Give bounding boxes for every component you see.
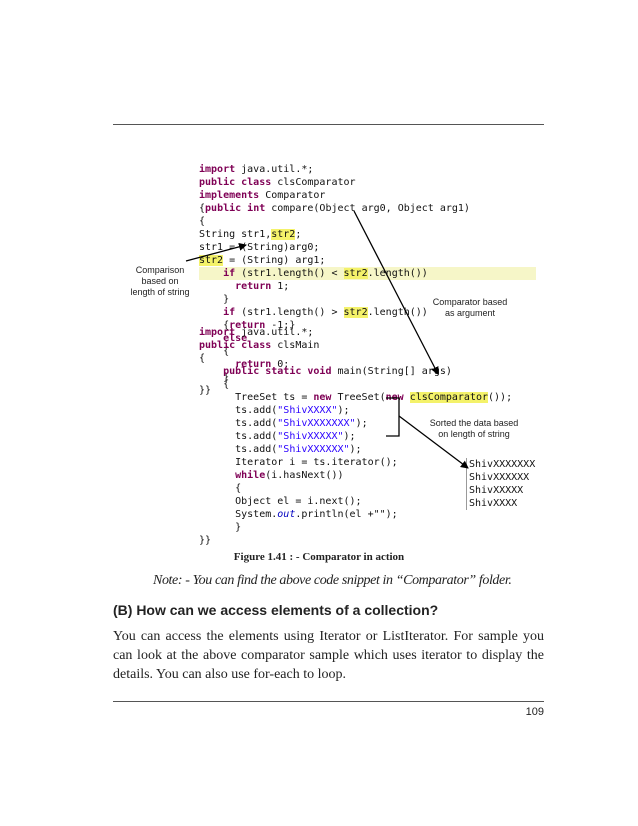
code-line: return 0; xyxy=(235,359,290,370)
code-line: ts.add("ShivXXXX"); xyxy=(199,405,350,416)
arrow-comparator xyxy=(353,210,439,375)
annotation-sorted: Sorted the data based on length of strin… xyxy=(429,418,519,439)
note-text: Note: - You can find the above code snip… xyxy=(153,573,512,588)
arrow-comparison xyxy=(185,242,247,262)
code-line: ts.add("ShivXXXXXX"); xyxy=(199,444,362,455)
code-line: while(i.hasNext()) xyxy=(235,470,344,481)
bracket-add-calls xyxy=(386,397,400,437)
output-line: ShivXXXXX xyxy=(469,485,524,496)
output-line: ShivXXXXXX xyxy=(469,472,530,483)
code-line: public class clsMain xyxy=(199,340,320,351)
code-line: }} xyxy=(199,535,212,546)
code-line: { xyxy=(199,216,206,227)
code-line: public class clsComparator xyxy=(199,177,356,188)
code-line: Iterator i = ts.iterator(); xyxy=(199,457,398,468)
page-number: 109 xyxy=(525,706,544,718)
code-line: { xyxy=(199,346,230,357)
code-line: {return -1;} xyxy=(199,320,296,331)
code-line: str2 = (String) arg1; xyxy=(199,255,326,266)
code-line: { xyxy=(199,353,206,364)
code-line: implements Comparator xyxy=(199,190,326,201)
section-heading: (B) How can we access elements of a coll… xyxy=(113,602,439,618)
code-line: { xyxy=(199,379,230,390)
code-line: if (str1.length() > str2.length()) xyxy=(223,307,428,318)
body-paragraph: You can access the elements using Iterat… xyxy=(113,629,544,682)
code-line: String str1,str2; xyxy=(199,229,302,240)
header-rule xyxy=(113,124,544,125)
code-line: import java.util.*; xyxy=(199,327,314,338)
arrow-sorted xyxy=(398,415,469,469)
figure-caption: Figure 1.41 : - Comparator in action xyxy=(233,551,405,563)
code-line: return 1; xyxy=(235,281,290,292)
console-output: ShivXXXXXXX ShivXXXXXX ShivXXXXX ShivXXX… xyxy=(466,458,537,510)
annotation-comparison: Comparison based on length of string xyxy=(130,265,190,297)
code-line: ts.add("ShivXXXXX"); xyxy=(199,431,356,442)
code-line: {public int compare(Object arg0, Object … xyxy=(199,203,470,214)
code-line: } xyxy=(199,372,230,383)
annotation-comparator-argument: Comparator based as argument xyxy=(432,297,508,318)
code-line: } xyxy=(199,522,242,533)
code-line: import java.util.*; xyxy=(199,164,314,175)
code-line: ts.add("ShivXXXXXXX"); xyxy=(199,418,368,429)
code-line: System.out.println(el +""); xyxy=(199,509,398,520)
code-line: str1 = (String)arg0; xyxy=(199,242,320,253)
output-line: ShivXXXXXXX xyxy=(469,459,536,470)
code-line: } xyxy=(199,294,230,305)
code-line: { xyxy=(199,483,242,494)
code-line: Object el = i.next(); xyxy=(199,496,362,507)
code-line: }} xyxy=(199,385,212,396)
output-line: ShivXXXX xyxy=(469,498,518,509)
footer-rule xyxy=(113,701,544,702)
code-line: if (str1.length() < str2.length()) xyxy=(223,268,428,279)
code-line: else xyxy=(223,333,248,344)
